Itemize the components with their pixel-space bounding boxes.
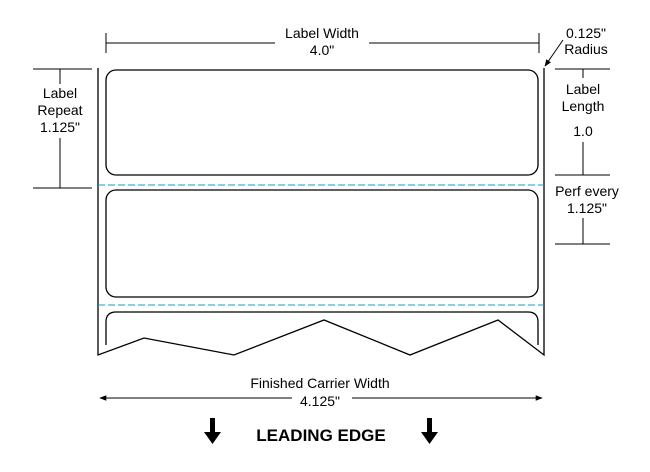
carrier-width-title: Finished Carrier Width	[250, 375, 389, 391]
label-shape-2	[105, 189, 539, 298]
repeat-value: 1.125"	[40, 119, 80, 135]
leading-edge-label: LEADING EDGE	[256, 426, 385, 445]
repeat-title-1: Label	[43, 85, 77, 101]
length-value: 1.0	[573, 123, 593, 139]
radius-value: 0.125"	[566, 25, 606, 41]
down-arrow-icon	[204, 418, 221, 444]
length-title-1: Label	[566, 81, 600, 97]
label-shape-1	[105, 69, 539, 176]
length-title-2: Length	[562, 98, 605, 114]
carrier-width-value: 4.125"	[300, 393, 340, 409]
perf-title: Perf every	[555, 183, 619, 199]
down-arrow-icon	[421, 418, 438, 444]
repeat-title-2: Repeat	[37, 102, 82, 118]
label-width-value: 4.0"	[310, 42, 334, 58]
carrier-outline	[97, 68, 545, 357]
label-width-title: Label Width	[285, 25, 359, 41]
radius-pointer-arrow	[544, 39, 564, 67]
radius-title: Radius	[564, 41, 608, 57]
perf-value: 1.125"	[567, 200, 607, 216]
label-shape-3-partial	[105, 311, 539, 345]
